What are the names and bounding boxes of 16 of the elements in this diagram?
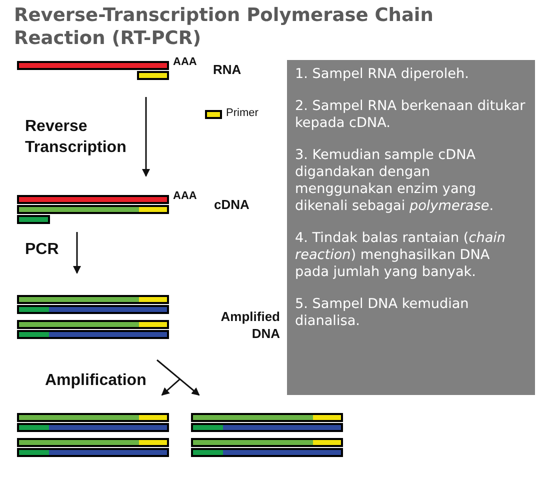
strand-label: RNA [213,62,242,77]
step-text: 4. Tindak balas rantaian (chain reaction) menghasilkan DNA pada jumlah yang banyak. [295,230,507,281]
strand-label: cDNA [214,197,250,212]
poly-a-label: AAA [173,56,197,68]
strand-label: Amplified DNA [220,308,280,342]
step-text: 3. Kemudian sample cDNA digandakan dengan menggunakan enzim yang dikenali sebagai polymerase. [295,147,495,215]
step-label: Reverse Transcription [25,117,128,158]
diagram-title: Reverse-Transcription Polymerase Chain Reaction (RT-PCR) [14,4,434,50]
step-text: 2. Sampel RNA berkenaan ditukar kepada cDNA. [295,98,526,132]
step-label: Amplification [45,372,146,390]
poly-a-label: AAA [173,190,197,202]
step-text: 1. Sampel RNA diperoleh. [295,66,470,83]
step-label: PCR [25,241,59,259]
step-text: 5. Sampel DNA kemudian dianalisa. [295,296,470,330]
legend-label: Primer [226,107,258,119]
steps-panel [287,60,535,395]
